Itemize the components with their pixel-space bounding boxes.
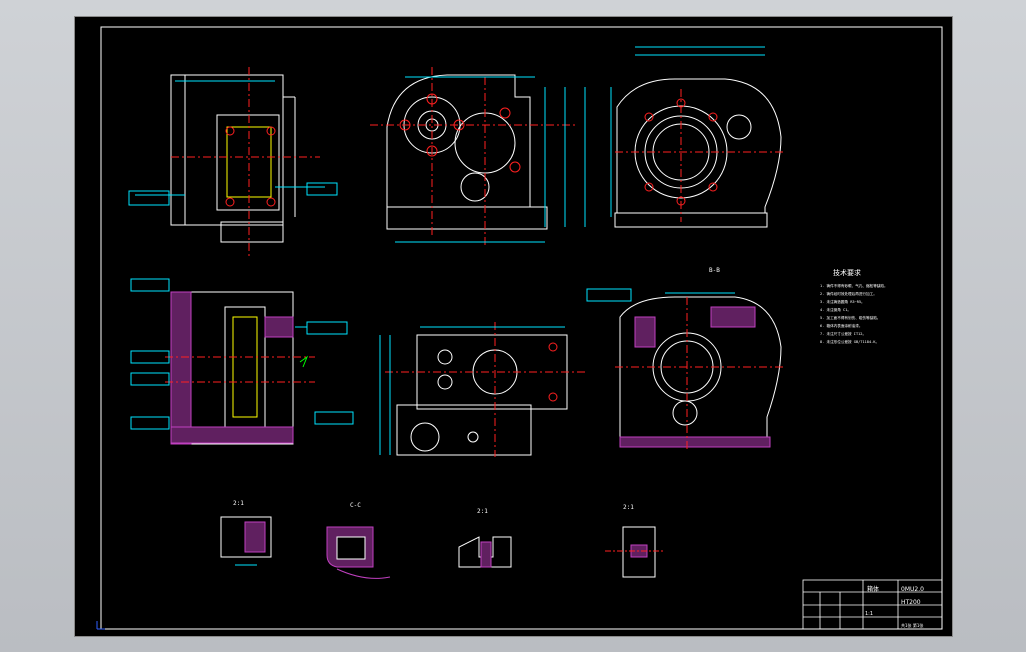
view-front bbox=[128, 67, 338, 257]
view-main bbox=[370, 67, 586, 247]
title-block-sheet: 共1张 第1张 bbox=[901, 622, 923, 628]
label-section-b: B-B bbox=[709, 267, 720, 274]
tech-req-line-6: 6. 箱体内表面涂耐油漆。 bbox=[820, 323, 862, 328]
view-section-left bbox=[130, 278, 354, 445]
view-flange bbox=[379, 322, 585, 457]
tech-req-line-5: 5. 加工面不得有划伤、碰伤等缺陷。 bbox=[820, 315, 880, 320]
tech-req-line-1: 1. 铸件不得有砂眼、气孔、缩松等缺陷。 bbox=[820, 283, 888, 288]
tech-req-line-8: 8. 未注形位公差按 GB/T1184-K。 bbox=[820, 339, 879, 344]
ucs-icon bbox=[96, 621, 105, 630]
detail-view-4: 2:1 bbox=[605, 504, 665, 578]
tech-req-line-7: 7. 未注尺寸公差按 IT12。 bbox=[820, 331, 866, 336]
detail-view-2 bbox=[326, 526, 391, 579]
title-block bbox=[802, 579, 943, 630]
title-block-code-mid: HT200 bbox=[901, 599, 921, 606]
detail-view-3: 2:1 bbox=[458, 508, 512, 568]
engineering-drawing: 技术要求 1. 铸件不得有砂眼、气孔、缩松等缺陷。 2. 铸件经时效处理后再进行… bbox=[96, 26, 943, 630]
view-side bbox=[610, 46, 785, 228]
drawing-canvas[interactable]: 技术要求 1. 铸件不得有砂眼、气孔、缩松等缺陷。 2. 铸件经时效处理后再进行… bbox=[74, 16, 953, 637]
tech-req-line-3: 3. 未注铸造圆角 R3~R5。 bbox=[820, 299, 865, 304]
drawing-border bbox=[100, 26, 943, 630]
tech-req-title: 技术要求 bbox=[833, 268, 861, 277]
detail-1-scale: 2:1 bbox=[233, 500, 244, 507]
view-section-right bbox=[586, 288, 785, 452]
detail-3-scale: 2:1 bbox=[477, 508, 488, 515]
tech-req-line-2: 2. 铸件经时效处理后再进行加工。 bbox=[820, 291, 877, 296]
title-block-part-name: 箱体 bbox=[867, 585, 879, 593]
label-section-c: C-C bbox=[350, 502, 361, 509]
detail-4-scale: 2:1 bbox=[623, 504, 634, 511]
tech-req-line-4: 4. 未注倒角 C1。 bbox=[820, 307, 851, 312]
title-block-scale: 1:1 bbox=[865, 611, 873, 617]
detail-view-1: 2:1 bbox=[220, 500, 272, 566]
technical-requirements: 技术要求 1. 铸件不得有砂眼、气孔、缩松等缺陷。 2. 铸件经时效处理后再进行… bbox=[820, 268, 888, 344]
title-block-code-top: 0MU2.0 bbox=[901, 586, 924, 593]
